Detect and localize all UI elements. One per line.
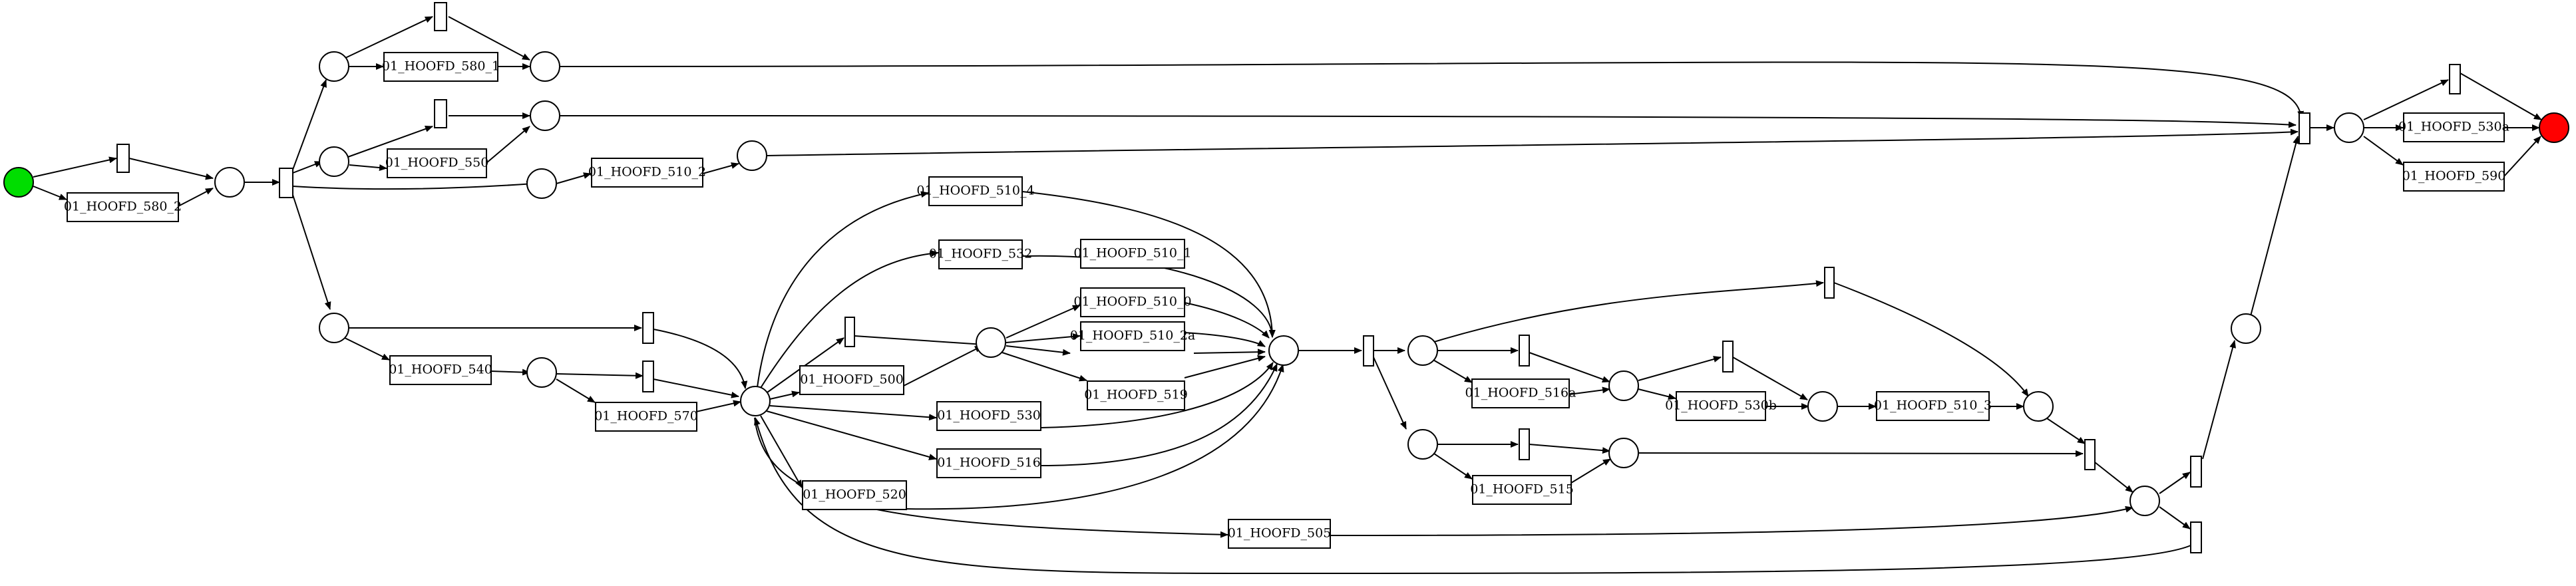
silent-transition [2190, 521, 2202, 553]
silent-transition [1519, 428, 1530, 460]
transition-label: 01_HOOFD_510_2a [1070, 329, 1196, 343]
transition-516a: 01_HOOFD_516a [1465, 378, 1576, 408]
place [1608, 370, 1639, 401]
transition-label: 01_HOOFD_515 [1470, 482, 1574, 497]
transition-516: 01_HOOFD_516 [936, 448, 1041, 478]
place [319, 313, 349, 343]
transition-500: 01_HOOFD_500 [799, 365, 904, 395]
transition-label: 01_HOOFD_570 [594, 409, 698, 424]
transition-label: 01_HOOFD_532 [929, 247, 1033, 261]
silent-transition [2299, 112, 2310, 144]
silent-transition [116, 144, 130, 173]
transition-532: 01_HOOFD_532 [929, 239, 1033, 269]
silent-transition [2190, 456, 2202, 488]
transition-label: 01_HOOFD_510_2 [588, 165, 706, 180]
place [319, 51, 349, 82]
transition-510-3: 01_HOOFD_510_3 [1874, 391, 1992, 421]
labeled-transitions: 01_HOOFD_580_2 01_HOOFD_580_1 01_HOOFD_5… [64, 52, 2509, 549]
silent-transition [844, 317, 855, 347]
silent-transition [434, 99, 447, 128]
place [1268, 335, 1299, 366]
silent-transition [434, 2, 447, 31]
place [740, 386, 771, 416]
transition-label: 01_HOOFD_580_1 [382, 59, 500, 74]
transition-label: 01_HOOFD_505 [1228, 526, 1332, 541]
transition-505: 01_HOOFD_505 [1228, 519, 1332, 549]
place [214, 167, 245, 198]
transition-580-2: 01_HOOFD_580_2 [64, 192, 182, 222]
transition-519: 01_HOOFD_519 [1084, 380, 1188, 410]
transition-label: 01_HOOFD_550 [385, 156, 489, 170]
transition-530a: 01_HOOFD_530a [2398, 112, 2509, 142]
transition-530: 01_HOOFD_530 [936, 401, 1041, 431]
place [2023, 391, 2054, 422]
transition-label: 01_HOOFD_530 [937, 408, 1041, 423]
transition-510-4: 01_HOOFD_510_4 [916, 176, 1035, 206]
transition-550: 01_HOOFD_550 [385, 148, 489, 178]
transition-510-2: 01_HOOFD_510_2 [588, 158, 706, 188]
place [1407, 429, 1438, 460]
transition-label: 01_HOOFD_540 [389, 363, 492, 377]
transition-label: 01_HOOFD_510_3 [1874, 398, 1992, 413]
transition-530b: 01_HOOFD_530b [1665, 391, 1777, 421]
silent-transition [1722, 341, 1734, 372]
place [1807, 391, 1838, 422]
silent-transition [1519, 335, 1530, 366]
transition-label: 01_HOOFD_520 [803, 488, 906, 502]
transition-label: 01_HOOFD_500 [800, 372, 904, 387]
silent-transition [1824, 267, 1835, 299]
transition-label: 01_HOOFD_510_1 [1073, 246, 1191, 261]
place [526, 168, 557, 199]
transition-label: 01_HOOFD_530a [2398, 120, 2509, 134]
places [3, 51, 2569, 516]
place [530, 100, 560, 131]
transition-510-2a: 01_HOOFD_510_2a [1070, 321, 1196, 351]
transition-510-1: 01_HOOFD_510_1 [1073, 239, 1192, 269]
transition-520: 01_HOOFD_520 [802, 480, 907, 510]
transition-label: 01_HOOFD_580_2 [64, 200, 182, 214]
transition-label: 01_HOOFD_590 [2402, 169, 2506, 184]
transition-label: 01_HOOFD_519 [1084, 388, 1188, 402]
transition-580-1: 01_HOOFD_580_1 [382, 52, 500, 82]
place [2231, 313, 2261, 344]
place [1407, 335, 1438, 366]
silent-transition [2084, 439, 2096, 470]
transition-label: 01_HOOFD_510_4 [916, 184, 1034, 198]
silent-transition [1363, 335, 1374, 366]
transition-label: 01_HOOFD_530b [1665, 398, 1777, 413]
silent-transition [2449, 64, 2461, 94]
transition-label: 01_HOOFD_516 [937, 456, 1041, 470]
transition-570: 01_HOOFD_570 [594, 402, 698, 432]
transition-590: 01_HOOFD_590 [2402, 162, 2506, 192]
source-place [3, 167, 34, 198]
place [1608, 438, 1639, 468]
place [737, 140, 767, 171]
silent-transition [642, 361, 654, 392]
place [2334, 112, 2364, 143]
transition-515: 01_HOOFD_515 [1470, 475, 1574, 505]
silent-transition [279, 168, 293, 198]
transition-510-0: 01_HOOFD_510_0 [1073, 287, 1192, 317]
transition-label: 01_HOOFD_516a [1465, 386, 1576, 400]
transition-540: 01_HOOFD_540 [389, 355, 492, 385]
place [2129, 486, 2160, 516]
transition-label: 01_HOOFD_510_0 [1073, 295, 1191, 309]
sink-place [2539, 112, 2569, 143]
arcs [33, 16, 2542, 575]
place [976, 327, 1006, 358]
silent-transitions [116, 2, 2461, 553]
place [530, 51, 560, 82]
place [526, 357, 557, 388]
place [319, 146, 349, 177]
silent-transition [642, 312, 654, 344]
